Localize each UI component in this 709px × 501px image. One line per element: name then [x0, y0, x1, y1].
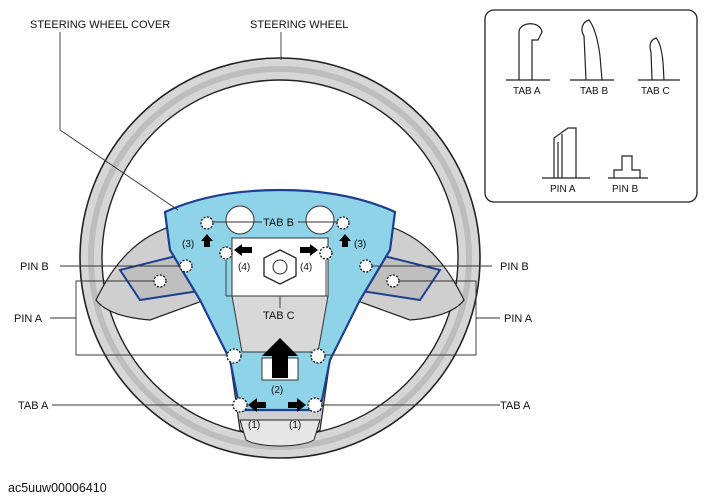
label-pin-a-right: PIN A — [504, 313, 533, 325]
label-pin-b-right: PIN B — [500, 261, 529, 273]
label-tab-c-center: TAB C — [263, 310, 295, 322]
arrow-left-upper-icon — [234, 244, 252, 256]
label-pin-a-left: PIN A — [14, 313, 43, 325]
arrow-left-icon — [248, 398, 266, 412]
step-1-right: (1) — [289, 420, 301, 431]
legend-tab-a-label: TAB A — [513, 86, 541, 97]
tab-b-right-point — [336, 216, 350, 230]
arrow-right-icon — [288, 398, 306, 412]
legend-pin-a-shape — [542, 127, 590, 179]
label-tab-b-center: TAB B — [263, 217, 294, 229]
arrow-up-right-icon — [339, 234, 351, 247]
label-tab-a-left: TAB A — [18, 400, 49, 412]
legend-pin-a-label: PIN A — [550, 184, 576, 195]
legend-pin-b-shape — [608, 155, 648, 179]
arrow-up-large-icon — [262, 338, 298, 378]
label-steering-wheel: STEERING WHEEL — [250, 19, 348, 31]
step-3-right: (3) — [354, 239, 366, 250]
label-steering-wheel-cover: STEERING WHEEL COVER — [30, 19, 170, 31]
tab-a-left-point — [232, 397, 248, 413]
legend-tab-b-shape — [570, 19, 614, 81]
legend-tab-a-shape — [506, 23, 550, 81]
tab-c-left-point — [219, 246, 233, 260]
pin-a-left-upper-point — [153, 274, 167, 288]
legend-tab-c-label: TAB C — [641, 86, 670, 97]
leader-lines — [50, 32, 500, 406]
removal-arrows — [201, 234, 351, 412]
pin-b-right-point — [359, 259, 373, 273]
tab-b-left-point — [200, 216, 214, 230]
step-4-right: (4) — [300, 262, 312, 273]
pin-a-right-lower-point — [310, 348, 326, 364]
step-3-left: (3) — [182, 239, 194, 250]
legend-tab-c-shape — [638, 37, 680, 81]
pin-b-left-point — [179, 259, 193, 273]
tab-c-right-point — [319, 246, 333, 260]
label-pin-b-left: PIN B — [20, 261, 49, 273]
figure-code: ac5uuw00006410 — [8, 481, 107, 495]
legend-box: TAB A TAB B TAB C PIN A PIN B — [484, 9, 698, 203]
arrow-up-left-icon — [201, 234, 213, 247]
label-tab-a-right: TAB A — [500, 400, 531, 412]
arrow-right-upper-icon — [300, 244, 318, 256]
pin-a-left-lower-point — [226, 348, 242, 364]
tab-a-right-point — [307, 397, 323, 413]
pin-a-right-upper-point — [386, 274, 400, 288]
step-4-left: (4) — [238, 262, 250, 273]
legend-pin-b-label: PIN B — [612, 184, 638, 195]
step-1-left: (1) — [248, 420, 260, 431]
clip-locations — [153, 216, 400, 413]
step-2: (2) — [271, 385, 283, 396]
legend-tab-b-label: TAB B — [580, 86, 608, 97]
